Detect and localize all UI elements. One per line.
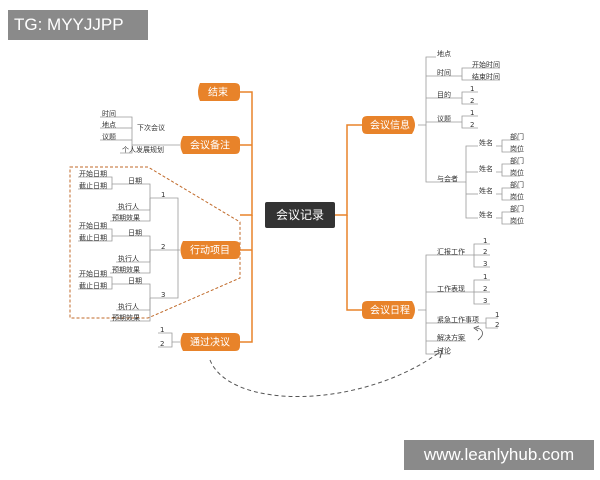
richeng-report-2: 2 xyxy=(483,248,487,256)
center-node[interactable]: 会议记录 xyxy=(265,202,335,228)
action2-date: 日期 xyxy=(128,229,142,237)
xinxi-topic: 议题 xyxy=(437,115,451,123)
action3-end: 截止日期 xyxy=(79,281,107,290)
xinxi-place: 地点 xyxy=(437,49,451,58)
xinxi-topic-1: 1 xyxy=(470,109,474,117)
person2-dept: 部门 xyxy=(510,156,524,165)
person1-dept: 部门 xyxy=(510,132,524,141)
richeng-solution: 解决方案 xyxy=(437,333,465,342)
richeng-report: 汇报工作 xyxy=(437,247,465,256)
watermark-top: TG: MYYJJPP xyxy=(8,10,148,40)
xinxi-time-end: 结束时间 xyxy=(472,72,500,81)
xinxi-labels: 地点 时间 开始时间 结束时间 目的 1 2 议题 1 2 与会者 姓名 部门 … xyxy=(437,49,524,225)
richeng-performance-2: 2 xyxy=(483,285,487,293)
node-jieshu-label: 结束 xyxy=(208,86,228,99)
branch-connectors xyxy=(78,56,520,355)
richeng-urgent: 紧急工作事项 xyxy=(437,315,479,324)
person4-name: 姓名 xyxy=(479,210,493,219)
resolution-arrowhead xyxy=(433,349,443,359)
node-xingdong-label: 行动项目 xyxy=(190,244,230,257)
action3-start: 开始日期 xyxy=(79,269,107,278)
person1-post: 岗位 xyxy=(510,144,524,153)
xinxi-purpose: 目的 xyxy=(437,90,451,99)
person3-dept: 部门 xyxy=(510,180,524,189)
node-xinxi-label: 会议信息 xyxy=(370,119,410,132)
node-xingdong[interactable]: 行动项目 xyxy=(180,241,241,259)
action1-exec: 执行人 xyxy=(118,202,139,211)
xinxi-purpose-1: 1 xyxy=(470,85,474,93)
beizhu-labels: 时间 地点 议题 下次会议 个人发展规划 xyxy=(102,109,165,154)
richeng-urgent-2: 2 xyxy=(495,321,499,329)
beizhu-personal-plan: 个人发展规划 xyxy=(122,145,164,154)
richeng-performance-1: 1 xyxy=(483,273,487,281)
beizhu-item-place: 地点 xyxy=(102,120,116,129)
xinxi-attendees: 与会者 xyxy=(437,174,458,183)
main-connectors xyxy=(240,91,362,343)
richeng-performance-3: 3 xyxy=(483,297,487,305)
person4-dept: 部门 xyxy=(510,204,524,213)
action1-end: 截止日期 xyxy=(79,181,107,190)
xinxi-time: 时间 xyxy=(437,68,451,77)
action3-num: 3 xyxy=(161,291,165,299)
person4-post: 岗位 xyxy=(510,216,524,225)
node-tongguo-label: 通过决议 xyxy=(190,336,230,349)
tongguo-labels: 1 2 xyxy=(160,326,164,348)
tongguo-item-2: 2 xyxy=(160,340,164,348)
beizhu-item-time: 时间 xyxy=(102,109,116,118)
xinxi-purpose-2: 2 xyxy=(470,97,474,105)
richeng-performance: 工作表现 xyxy=(437,284,465,293)
action2-start: 开始日期 xyxy=(79,221,107,230)
person3-name: 姓名 xyxy=(479,186,493,195)
resolution-link-arrow xyxy=(209,351,441,398)
richeng-labels: 汇报工作 1 2 3 工作表现 1 2 3 紧急工作事项 1 2 解决方案 讨论 xyxy=(437,237,499,355)
action1-start: 开始日期 xyxy=(79,169,107,178)
center-label: 会议记录 xyxy=(276,208,324,222)
action3-date: 日期 xyxy=(128,277,142,285)
beizhu-item-topic: 议题 xyxy=(102,133,116,141)
solution-link-arrow xyxy=(475,327,483,341)
person3-post: 岗位 xyxy=(510,192,524,201)
node-xinxi[interactable]: 会议信息 xyxy=(362,116,415,134)
person2-name: 姓名 xyxy=(479,164,493,173)
richeng-report-1: 1 xyxy=(483,237,487,245)
action3-effect: 预期效果 xyxy=(112,313,140,322)
action2-end: 截止日期 xyxy=(79,233,107,242)
action3-exec: 执行人 xyxy=(118,302,139,311)
watermark-bottom: www.leanlyhub.com xyxy=(404,440,594,470)
richeng-discussion: 讨论 xyxy=(437,346,451,355)
action1-num: 1 xyxy=(161,191,165,199)
person1-name: 姓名 xyxy=(479,138,493,147)
node-jieshu[interactable]: 结束 xyxy=(198,83,240,101)
action1-effect: 预期效果 xyxy=(112,213,140,222)
node-richeng[interactable]: 会议日程 xyxy=(362,301,415,319)
person2-post: 岗位 xyxy=(510,168,524,177)
node-richeng-label: 会议日程 xyxy=(370,304,410,317)
node-beizhu-label: 会议备注 xyxy=(190,139,230,152)
action2-num: 2 xyxy=(161,243,165,251)
action2-effect: 预期效果 xyxy=(112,265,140,274)
action1-date: 日期 xyxy=(128,177,142,185)
xinxi-topic-2: 2 xyxy=(470,121,474,129)
richeng-report-3: 3 xyxy=(483,260,487,268)
action-group-outline xyxy=(69,166,241,319)
node-beizhu[interactable]: 会议备注 xyxy=(180,136,241,154)
action-labels: 开始日期 截止日期 日期 执行人 预期效果 1 开始日期 截止日期 日期 执行人… xyxy=(79,169,165,322)
beizhu-next-meeting: 下次会议 xyxy=(137,123,165,132)
node-tongguo[interactable]: 通过决议 xyxy=(180,333,241,351)
action2-exec: 执行人 xyxy=(118,254,139,263)
xinxi-time-start: 开始时间 xyxy=(472,60,500,69)
richeng-urgent-1: 1 xyxy=(495,311,499,319)
tongguo-item-1: 1 xyxy=(160,326,164,334)
solution-arrowhead xyxy=(473,325,480,332)
